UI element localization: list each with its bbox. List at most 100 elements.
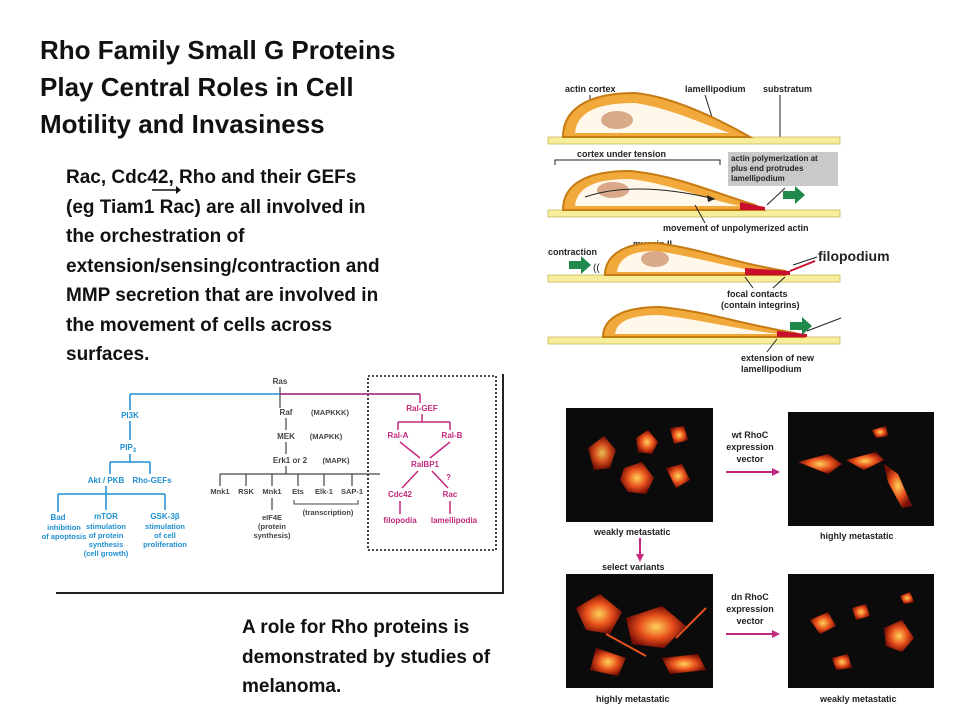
svg-text:((: ((: [593, 263, 600, 274]
node-pi3k: PI3K: [121, 411, 139, 420]
node-ras: Ras: [273, 377, 288, 386]
label-actin-poly-3: lamellipodium: [731, 174, 785, 183]
label-substratum: substratum: [763, 84, 812, 94]
pathway-question: ?: [446, 473, 451, 482]
node-ralbp1: RalBP1: [411, 460, 440, 469]
node-pip3: PIP3: [120, 443, 137, 454]
node-raf: Raf: [280, 408, 293, 417]
mtor-desc-4: (cell growth): [84, 549, 129, 558]
protrusion-arrow-icon: [783, 186, 805, 204]
node-ral-b: Ral-B: [442, 431, 463, 440]
melanoma-figure: weakly metastatic highly metastatic high…: [566, 408, 934, 704]
label-focal-1: focal contacts: [727, 289, 788, 299]
substratum-bar-2: [547, 209, 841, 218]
node-rho-gefs: Rho-GEFs: [132, 476, 172, 485]
lamellipodium-tip-4: [777, 331, 807, 337]
node-akt: Akt / PKB: [88, 476, 125, 485]
node-ets: Ets: [292, 487, 304, 496]
melanoma-line-1: A role for Rho proteins is: [242, 617, 470, 638]
substratum-bar-3: [547, 274, 841, 283]
focal-contact-3: [745, 268, 790, 275]
label-actin-poly-2: plus end protrudes: [731, 164, 804, 173]
bad-desc-2: of apoptosis: [42, 532, 87, 541]
mek-mapkk: (MAPKK): [310, 432, 343, 441]
node-elk: Elk-1: [315, 487, 333, 496]
description-text: Rac, Cdc42, Rho and their GEFs (eg Tiam1…: [66, 163, 486, 370]
diagram-frame-right: [502, 374, 504, 594]
node-bad: Bad: [50, 513, 65, 522]
eif-desc-2: synthesis): [253, 531, 291, 540]
desc-line-7: surfaces.: [66, 344, 150, 365]
signaling-pathway-diagram: Ras PI3K PIP3 Akt / PKB Rho-GEFs Bad inh…: [42, 375, 497, 558]
node-lamellipodia: lamellipodia: [431, 516, 478, 525]
mtor-desc-1: stimulation: [86, 522, 126, 531]
label-dn-3: vector: [736, 616, 764, 626]
label-extension-1: extension of new: [741, 353, 815, 363]
node-cdc42: Cdc42: [388, 490, 413, 499]
label-actin-cortex: actin cortex: [565, 84, 616, 94]
node-gsk: GSK-3β: [150, 512, 179, 521]
desc-line-2: (eg Tiam1 Rac) are all involved in: [66, 196, 366, 218]
node-mnk1-a: Mnk1: [210, 487, 229, 496]
gsk-desc-2: of cell: [154, 531, 176, 540]
label-cortex-tension: cortex under tension: [577, 149, 666, 159]
label-contraction: contraction: [548, 247, 597, 257]
extension-arrow-icon: [790, 317, 812, 335]
nucleus-3: [641, 251, 669, 267]
label-wt-2: expression: [726, 442, 774, 452]
lamellipodium-tip-2: [740, 202, 765, 210]
melanoma-line-3: melanoma.: [242, 676, 342, 697]
desc-line-3: the orchestration of: [66, 226, 245, 247]
node-ral-gef: Ral-GEF: [406, 404, 438, 413]
node-ral-a: Ral-A: [388, 431, 409, 440]
bad-desc-1: inhibition: [47, 523, 81, 532]
wt-arrow-icon: [772, 468, 780, 476]
label-weakly-top: weakly metastatic: [593, 527, 671, 537]
melanoma-line-2: demonstrated by studies of: [242, 646, 491, 668]
cell-motility-figure: actin cortex lamellipodium substratum co…: [547, 84, 842, 374]
node-mek: MEK: [277, 432, 295, 441]
select-arrow-icon: [636, 554, 644, 562]
filopodium-label: filopodium: [818, 248, 890, 264]
node-filopodia: filopodia: [383, 516, 417, 525]
page-title: Rho Family Small G Proteins Play Central…: [40, 32, 510, 143]
title-line-3: Motility and Invasiness: [40, 109, 325, 139]
title-line-2: Play Central Roles in Cell: [40, 72, 354, 102]
eif-desc-1: (protein: [258, 522, 286, 531]
label-unpolymerized: movement of unpolymerized actin: [663, 223, 809, 233]
desc-line-5: MMP secretion that are involved in: [66, 285, 379, 306]
activation-arrow-icon: [152, 186, 181, 194]
node-sap: SAP-1: [341, 487, 363, 496]
label-actin-poly-1: actin polymerization at: [731, 154, 818, 163]
label-dn-1: dn RhoC: [731, 592, 769, 602]
label-highly-bottom: highly metastatic: [596, 694, 670, 704]
node-eif4e: eIF4E: [262, 513, 282, 522]
label-highly-top: highly metastatic: [820, 531, 894, 541]
desc-line-6: the movement of cells across: [66, 314, 333, 336]
diagram-frame-bottom: [56, 592, 504, 594]
label-weakly-bottom: weakly metastatic: [819, 694, 897, 704]
node-rac: Rac: [443, 490, 458, 499]
node-rsk: RSK: [238, 487, 254, 496]
nucleus-2: [597, 182, 629, 198]
label-wt-1: wt RhoC: [731, 430, 769, 440]
erk-mapk: (MAPK): [322, 456, 350, 465]
label-dn-2: expression: [726, 604, 774, 614]
substratum-bar-1: [547, 136, 841, 145]
actin-poly-box: [728, 152, 838, 186]
title-line-1: Rho Family Small G Proteins: [40, 35, 396, 65]
node-mnk1-b: Mnk1: [262, 487, 281, 496]
desc-line-1: Rac, Cdc42, Rho and their GEFs: [66, 167, 357, 188]
mtor-desc-3: synthesis: [89, 540, 124, 549]
dn-arrow-icon: [772, 630, 780, 638]
label-extension-2: lamellipodium: [741, 364, 802, 374]
label-lamellipodium: lamellipodium: [685, 84, 746, 94]
raf-mapkkk: (MAPKKK): [311, 408, 349, 417]
panel-weakly-bottom: [788, 574, 934, 688]
contraction-arrow-icon: [569, 256, 591, 274]
gsk-desc-3: proliferation: [143, 540, 187, 549]
node-erk: Erk1 or 2: [273, 456, 308, 465]
label-select: select variants: [602, 562, 665, 572]
melanoma-text: A role for Rho proteins is demonstrated …: [242, 613, 572, 702]
panel-highly-top: [788, 412, 934, 526]
